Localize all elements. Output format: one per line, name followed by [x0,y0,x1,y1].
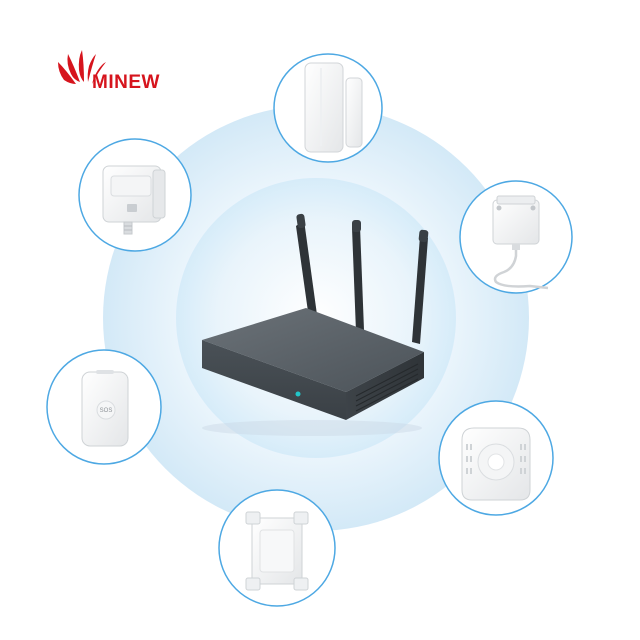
status-led [295,391,301,397]
minew-logo-icon [58,50,106,84]
enclosure-sensor-icon [245,511,309,591]
wall-sensor-icon [102,165,166,235]
device-circle-lower-right [438,400,554,516]
outdoor-sensor-icon [492,195,549,290]
device-circle-upper-left [78,138,192,252]
device-circle-bottom [218,489,336,607]
ceiling-sensor-icon [461,427,531,501]
gateway-device [202,213,429,436]
sos-label: SOS [100,408,113,414]
brand-name: MINEW [92,72,160,93]
device-circle-middle-left: SOS [46,349,162,465]
device-circle-top [273,53,383,163]
sos-button-icon: SOS [81,370,129,447]
door-sensor-icon [304,62,363,153]
device-circle-upper-right [459,180,573,294]
antenna-icons [296,213,429,344]
